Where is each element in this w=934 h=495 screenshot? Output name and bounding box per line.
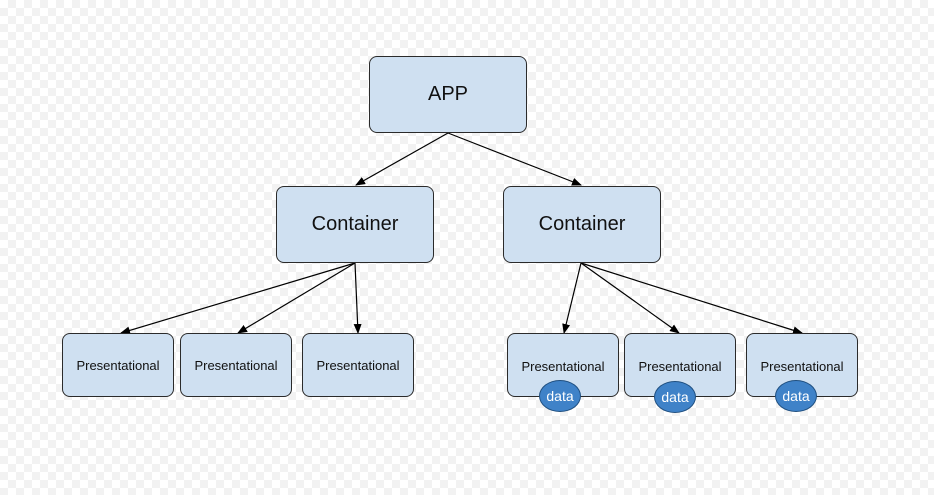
presentational-node-3-label: Presentational — [316, 357, 400, 373]
data-badge-1: data — [539, 380, 581, 412]
container-node-left: Container — [276, 186, 434, 263]
presentational-node-2-label: Presentational — [194, 357, 278, 373]
data-badge-3-label: data — [782, 388, 810, 404]
data-badge-2: data — [654, 381, 696, 413]
presentational-node-2: Presentational — [180, 333, 292, 397]
presentational-node-3: Presentational — [302, 333, 414, 397]
arrow-app-to-container-left — [355, 132, 449, 186]
presentational-node-4-label: Presentational — [521, 359, 605, 374]
data-badge-1-label: data — [546, 388, 574, 404]
container-node-right-label: Container — [538, 213, 626, 235]
presentational-node-1-label: Presentational — [76, 357, 160, 373]
app-node-label: APP — [427, 83, 469, 105]
container-node-left-label: Container — [311, 213, 399, 235]
data-badge-3: data — [775, 380, 817, 412]
arrow-container-right-to-pres-4 — [562, 262, 582, 334]
app-node: APP — [369, 56, 527, 133]
arrow-container-left-to-pres-1 — [120, 262, 356, 335]
arrow-container-right-to-pres-6 — [580, 262, 803, 335]
presentational-node-1: Presentational — [62, 333, 174, 397]
data-badge-2-label: data — [661, 389, 689, 405]
presentational-node-6-label: Presentational — [760, 359, 844, 374]
arrow-container-right-to-pres-5 — [580, 262, 680, 334]
arrow-app-to-container-right — [447, 132, 582, 186]
arrow-container-left-to-pres-2 — [237, 262, 356, 334]
presentational-node-5-label: Presentational — [638, 359, 722, 374]
arrow-container-left-to-pres-3 — [353, 262, 362, 334]
container-node-right: Container — [503, 186, 661, 263]
